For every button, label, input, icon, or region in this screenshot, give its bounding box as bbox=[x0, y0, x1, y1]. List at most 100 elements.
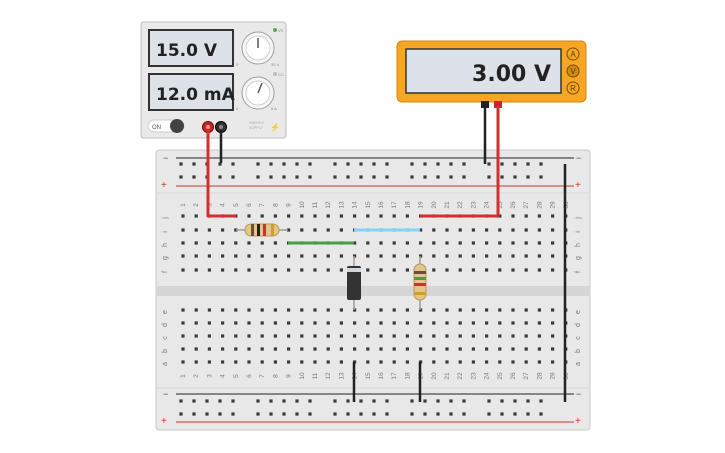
breadboard-hole[interactable] bbox=[458, 268, 462, 272]
breadboard-hole[interactable] bbox=[313, 321, 317, 325]
breadboard-hole[interactable] bbox=[287, 308, 291, 312]
breadboard-hole[interactable] bbox=[423, 175, 427, 179]
breadboard-hole[interactable] bbox=[485, 254, 489, 258]
breadboard-hole[interactable] bbox=[192, 162, 196, 166]
breadboard-hole[interactable] bbox=[287, 254, 291, 258]
breadboard-hole[interactable] bbox=[487, 412, 491, 416]
breadboard-hole[interactable] bbox=[524, 268, 528, 272]
breadboard-hole[interactable] bbox=[194, 254, 198, 258]
breadboard-hole[interactable] bbox=[498, 360, 502, 364]
breadboard-hole[interactable] bbox=[300, 228, 304, 232]
breadboard-hole[interactable] bbox=[346, 162, 350, 166]
breadboard-hole[interactable] bbox=[194, 268, 198, 272]
breadboard-hole[interactable] bbox=[423, 412, 427, 416]
breadboard-hole[interactable] bbox=[500, 175, 504, 179]
breadboard-hole[interactable] bbox=[326, 347, 330, 351]
breadboard-hole[interactable] bbox=[221, 241, 225, 245]
breadboard-hole[interactable] bbox=[359, 175, 363, 179]
breadboard-hole[interactable] bbox=[234, 254, 238, 258]
breadboard-hole[interactable] bbox=[511, 254, 515, 258]
breadboard-hole[interactable] bbox=[282, 399, 286, 403]
breadboard-hole[interactable] bbox=[449, 175, 453, 179]
breadboard-hole[interactable] bbox=[247, 347, 251, 351]
mode-button-v[interactable] bbox=[566, 64, 580, 78]
breadboard-hole[interactable] bbox=[326, 228, 330, 232]
breadboard-hole[interactable] bbox=[385, 399, 389, 403]
breadboard-hole[interactable] bbox=[524, 360, 528, 364]
breadboard-hole[interactable] bbox=[231, 399, 235, 403]
breadboard-hole[interactable] bbox=[498, 254, 502, 258]
breadboard-hole[interactable] bbox=[326, 321, 330, 325]
breadboard-hole[interactable] bbox=[392, 268, 396, 272]
breadboard-hole[interactable] bbox=[511, 241, 515, 245]
breadboard-hole[interactable] bbox=[234, 241, 238, 245]
breadboard-hole[interactable] bbox=[308, 162, 312, 166]
diode[interactable] bbox=[347, 256, 361, 310]
breadboard-hole[interactable] bbox=[405, 347, 409, 351]
breadboard-hole[interactable] bbox=[326, 308, 330, 312]
breadboard-hole[interactable] bbox=[218, 162, 222, 166]
breadboard-hole[interactable] bbox=[300, 308, 304, 312]
breadboard-hole[interactable] bbox=[333, 412, 337, 416]
breadboard-hole[interactable] bbox=[366, 241, 370, 245]
breadboard-hole[interactable] bbox=[339, 214, 343, 218]
breadboard-hole[interactable] bbox=[462, 399, 466, 403]
breadboard-hole[interactable] bbox=[372, 412, 376, 416]
breadboard-hole[interactable] bbox=[511, 321, 515, 325]
breadboard-hole[interactable] bbox=[498, 228, 502, 232]
breadboard-hole[interactable] bbox=[273, 268, 277, 272]
breadboard-hole[interactable] bbox=[537, 308, 541, 312]
breadboard-hole[interactable] bbox=[181, 347, 185, 351]
breadboard-hole[interactable] bbox=[423, 162, 427, 166]
breadboard-hole[interactable] bbox=[221, 347, 225, 351]
breadboard-hole[interactable] bbox=[181, 360, 185, 364]
breadboard-hole[interactable] bbox=[282, 412, 286, 416]
breadboard-hole[interactable] bbox=[207, 241, 211, 245]
breadboard-hole[interactable] bbox=[379, 360, 383, 364]
breadboard-hole[interactable] bbox=[313, 308, 317, 312]
breadboard-hole[interactable] bbox=[221, 254, 225, 258]
breadboard-hole[interactable] bbox=[295, 175, 299, 179]
breadboard-hole[interactable] bbox=[366, 254, 370, 258]
resistor-horizontal[interactable] bbox=[236, 223, 288, 237]
breadboard-hole[interactable] bbox=[269, 399, 273, 403]
breadboard-hole[interactable] bbox=[221, 268, 225, 272]
breadboard-hole[interactable] bbox=[326, 334, 330, 338]
breadboard-hole[interactable] bbox=[194, 308, 198, 312]
breadboard-hole[interactable] bbox=[260, 347, 264, 351]
breadboard-hole[interactable] bbox=[471, 321, 475, 325]
breadboard-hole[interactable] bbox=[537, 334, 541, 338]
breadboard-hole[interactable] bbox=[526, 175, 530, 179]
breadboard-hole[interactable] bbox=[487, 399, 491, 403]
breadboard-hole[interactable] bbox=[436, 162, 440, 166]
mode-button-r[interactable] bbox=[566, 81, 580, 95]
breadboard-hole[interactable] bbox=[432, 241, 436, 245]
breadboard-hole[interactable] bbox=[269, 162, 273, 166]
breadboard-hole[interactable] bbox=[313, 228, 317, 232]
breadboard-hole[interactable] bbox=[432, 228, 436, 232]
breadboard-hole[interactable] bbox=[207, 334, 211, 338]
breadboard-hole[interactable] bbox=[526, 162, 530, 166]
breadboard-hole[interactable] bbox=[445, 308, 449, 312]
breadboard-hole[interactable] bbox=[445, 321, 449, 325]
breadboard-hole[interactable] bbox=[410, 412, 414, 416]
breadboard-hole[interactable] bbox=[432, 321, 436, 325]
breadboard-hole[interactable] bbox=[313, 347, 317, 351]
breadboard-hole[interactable] bbox=[524, 214, 528, 218]
breadboard-hole[interactable] bbox=[392, 308, 396, 312]
breadboard-hole[interactable] bbox=[353, 334, 357, 338]
breadboard-hole[interactable] bbox=[487, 162, 491, 166]
breadboard-hole[interactable] bbox=[234, 347, 238, 351]
breadboard-hole[interactable] bbox=[181, 308, 185, 312]
breadboard-hole[interactable] bbox=[192, 412, 196, 416]
breadboard-hole[interactable] bbox=[551, 228, 555, 232]
breadboard-hole[interactable] bbox=[392, 241, 396, 245]
breadboard-hole[interactable] bbox=[537, 241, 541, 245]
breadboard-hole[interactable] bbox=[247, 214, 251, 218]
breadboard-hole[interactable] bbox=[524, 254, 528, 258]
breadboard-hole[interactable] bbox=[313, 214, 317, 218]
breadboard-hole[interactable] bbox=[207, 308, 211, 312]
breadboard-hole[interactable] bbox=[405, 321, 409, 325]
breadboard-hole[interactable] bbox=[207, 228, 211, 232]
breadboard-hole[interactable] bbox=[410, 162, 414, 166]
